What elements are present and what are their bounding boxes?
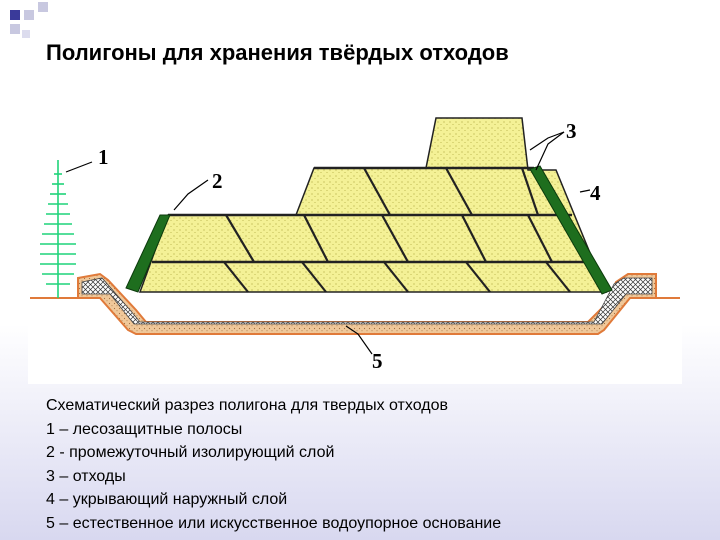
cell-divisions xyxy=(223,167,571,293)
landfill-cross-section-diagram: 1 2 3 4 5 xyxy=(28,72,682,384)
cover-layer-right xyxy=(529,165,613,295)
corner-square-light xyxy=(22,30,30,38)
legend-item-4: 4 – укрывающий наружный слой xyxy=(46,491,288,508)
legend-item-3: 3 – отходы xyxy=(46,467,126,485)
caption-heading: Схематический разрез полигона для тверды… xyxy=(46,397,448,414)
legend-item-1: 1 – лесозащитные полосы xyxy=(46,420,243,438)
waterproof-base-hatch xyxy=(81,277,653,325)
callout-2: 2 xyxy=(212,169,223,193)
callout-4: 4 xyxy=(590,181,601,205)
legend-item-2: 2 - промежуточный изолирующий слой xyxy=(46,444,335,461)
callout-3: 3 xyxy=(566,119,577,143)
callout-5: 5 xyxy=(372,349,383,373)
diagram-caption: Схематический разрез полигона для тверды… xyxy=(46,394,706,535)
waste-body xyxy=(138,117,608,293)
corner-square-light xyxy=(24,10,34,20)
corner-square-light xyxy=(38,2,48,12)
corner-square-dark xyxy=(10,10,20,20)
cover-layer-left xyxy=(125,214,171,293)
callout-1: 1 xyxy=(98,145,109,169)
slide-title: Полигоны для хранения твёрдых отходов xyxy=(46,40,509,65)
forest-belt-tree xyxy=(40,160,76,298)
corner-square-light xyxy=(10,24,20,34)
callout-leaders xyxy=(65,131,591,355)
legend-item-5: 5 – естественное или искусственное водоу… xyxy=(46,514,502,532)
corner-decoration xyxy=(0,0,60,50)
